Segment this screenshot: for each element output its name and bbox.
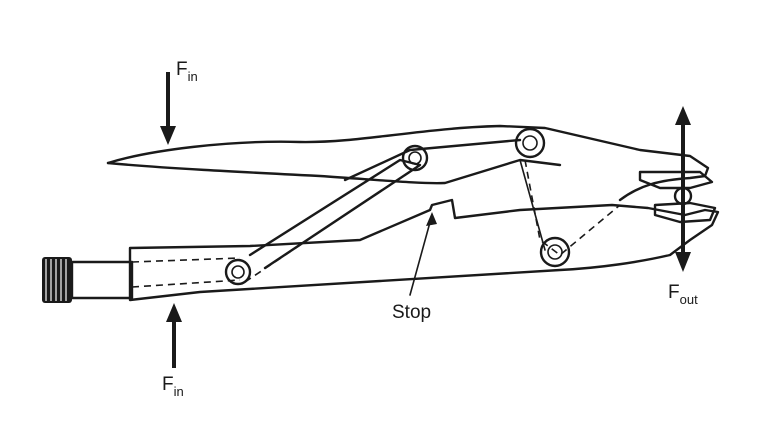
lower-jaw-body (128, 198, 720, 302)
linkage-dashed (244, 171, 411, 283)
pivot-pin-mid (401, 144, 429, 172)
upper-handle-underside (106, 158, 562, 185)
stop-label: Stop (392, 302, 431, 323)
pivot-pin-top (514, 127, 546, 159)
jaw-pivot-line (519, 159, 546, 251)
force-in-top-arrowhead (160, 126, 176, 145)
stop-pointer (409, 214, 433, 296)
adjusting-barrel (70, 260, 134, 300)
upper-link (343, 138, 522, 182)
force-in-bottom-arrowhead (166, 303, 182, 322)
barrel-dashed-top (131, 257, 241, 263)
stop-pointer-head (426, 212, 437, 226)
pivot-pin-rear (224, 258, 252, 286)
force-out-arrowhead-down (675, 252, 691, 272)
upper-handle (106, 124, 710, 202)
pivot-pin-lower (539, 236, 571, 268)
lower-link-dashed (524, 159, 621, 257)
force-out-arrowhead-up (675, 106, 691, 125)
lower-jaw-tip (653, 201, 717, 224)
knurled-knob (42, 257, 72, 303)
upper-jaw-tip (638, 170, 714, 190)
force-out-label: Fout (668, 282, 698, 307)
knurl-lines (45, 259, 67, 301)
force-in-top-label: Fin (176, 59, 198, 84)
barrel-dashed-bottom (131, 279, 241, 288)
force-in-bottom-label: Fin (162, 374, 184, 399)
